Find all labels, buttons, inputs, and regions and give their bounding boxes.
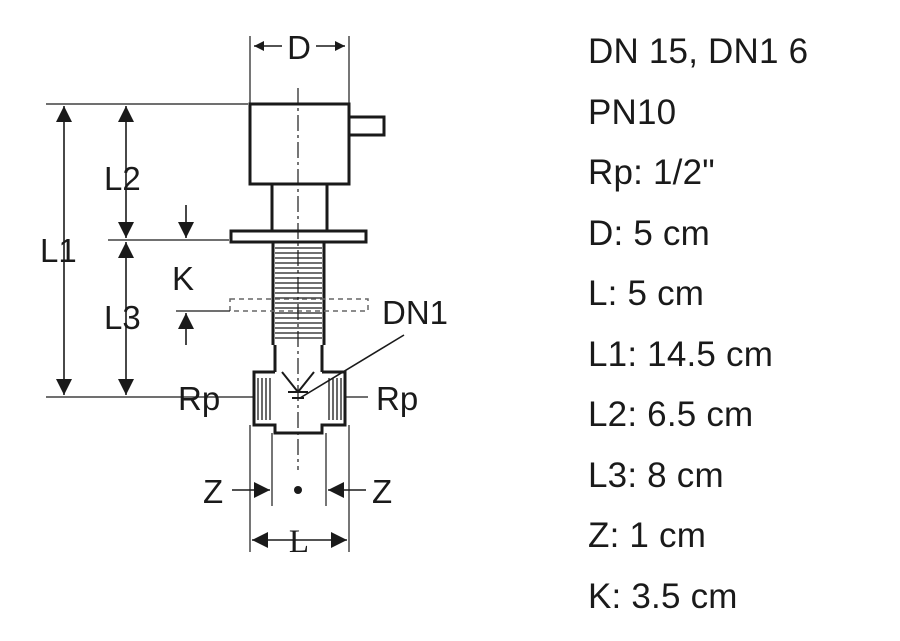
label-z-left: Z: [203, 473, 223, 510]
valve-cap: [248, 102, 351, 186]
label-l1: L1: [40, 232, 77, 269]
label-dn1: DN1: [382, 294, 448, 331]
label-rp-right: Rp: [376, 380, 418, 417]
spec-dn: DN 15, DN1 6: [588, 32, 809, 71]
spec-rp: Rp: 1/2": [588, 153, 715, 192]
label-d: D: [287, 29, 311, 66]
label-z-right: Z: [372, 473, 392, 510]
label-l: L: [289, 524, 309, 560]
spec-d: D: 5 cm: [588, 213, 710, 253]
spec-l: L: 5 cm: [588, 274, 705, 313]
spec-list: DN 15, DN1 6 PN10 Rp: 1/2" D: 5 cm L: 5 …: [588, 22, 808, 627]
spec-l1: L1: 14.5 cm: [588, 334, 774, 374]
dn1-leader: [299, 334, 405, 399]
spec-z: Z: 1 cm: [588, 516, 707, 555]
dimension-lines: [56, 41, 405, 548]
port-threads: [257, 378, 342, 420]
label-l3: L3: [104, 299, 141, 336]
d-label-bg: [282, 30, 316, 62]
label-rp-left: Rp: [178, 380, 220, 417]
spec-pn: PN10: [588, 92, 677, 132]
spec-l2: L2: 6.5 cm: [588, 395, 754, 434]
valve-handle-pin: [347, 115, 386, 137]
center-point: [294, 486, 302, 494]
extension-lines: [46, 36, 368, 552]
wall-outline-dashed: [229, 298, 369, 312]
spec-k: K: 3.5 cm: [588, 576, 738, 616]
label-k: K: [172, 260, 194, 297]
label-l2: L2: [104, 160, 141, 197]
spec-l3: L3: 8 cm: [588, 455, 724, 495]
valve-technical-drawing: D L1 L2 L3 K DN1 Rp Rp Z Z L: [40, 29, 448, 560]
